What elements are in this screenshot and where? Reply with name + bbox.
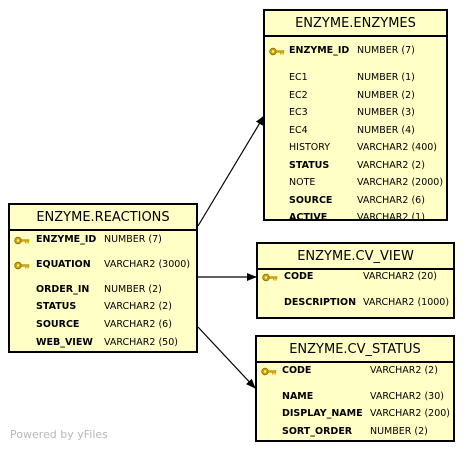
column-name: DESCRIPTION [284, 297, 357, 308]
column-name: EC2 [289, 90, 308, 101]
column-type: NUMBER (7) [104, 234, 162, 245]
column-row: CODE VARCHAR2 (2) [257, 365, 453, 379]
column-name: EC4 [289, 125, 308, 136]
column-type: VARCHAR2 (30) [370, 391, 444, 402]
column-type: VARCHAR2 (20) [363, 271, 437, 282]
edge-reactions-to-cv-status [197, 326, 256, 389]
table-enzyme-cv-status[interactable]: ENZYME.CV_STATUS CODE VARCHAR2 (2) NAME VAR… [255, 335, 455, 442]
column-type: VARCHAR2 (3000) [104, 259, 191, 270]
column-row: ENZYME_ID NUMBER (7) [10, 234, 196, 248]
column-type: VARCHAR2 (2) [370, 365, 438, 376]
column-row: NOTE VARCHAR2 (2000) [265, 177, 446, 191]
primary-key-icon [262, 273, 278, 282]
column-type: VARCHAR2 (50) [104, 337, 178, 348]
column-type: NUMBER (7) [357, 45, 415, 56]
column-row: ENZYME_ID NUMBER (7) [265, 45, 446, 59]
column-type: VARCHAR2 (2) [357, 160, 425, 171]
column-row: ORDER_IN NUMBER (2) [10, 284, 196, 298]
column-name: ACTIVE [289, 212, 328, 223]
edge-reactions-to-enzymes [197, 115, 265, 227]
column-row: STATUS VARCHAR2 (2) [10, 301, 196, 315]
table-title: ENZYME.REACTIONS [10, 205, 196, 231]
column-type: VARCHAR2 (1000) [363, 297, 450, 308]
column-name: CODE [284, 271, 314, 282]
column-row: EC4 NUMBER (4) [265, 125, 446, 139]
column-name: CODE [282, 365, 312, 376]
column-name: EQUATION [36, 259, 91, 270]
column-row: EQUATION VARCHAR2 (3000) [10, 259, 196, 273]
column-name: ORDER_IN [36, 284, 90, 295]
column-type: VARCHAR2 (200) [370, 408, 451, 419]
table-enzyme-cv-view[interactable]: ENZYME.CV_VIEW CODE VARCHAR2 (20) DESCRIPT… [256, 242, 455, 319]
column-name: ENZYME_ID [289, 45, 350, 56]
column-type: VARCHAR2 (6) [104, 319, 172, 330]
column-type: VARCHAR2 (2000) [357, 177, 444, 188]
column-type: NUMBER (4) [357, 125, 415, 136]
table-title: ENZYME.CV_STATUS [257, 337, 453, 363]
column-type: NUMBER (2) [370, 426, 428, 437]
column-name: EC3 [289, 107, 308, 118]
column-name: EC1 [289, 72, 308, 83]
column-row: SOURCE VARCHAR2 (6) [265, 195, 446, 209]
table-title: ENZYME.ENZYMES [265, 11, 446, 37]
column-name: STATUS [36, 301, 77, 312]
column-row: WEB_VIEW VARCHAR2 (50) [10, 337, 196, 351]
column-row: EC2 NUMBER (2) [265, 90, 446, 104]
primary-key-icon [14, 236, 30, 245]
column-type: VARCHAR2 (2) [104, 301, 172, 312]
column-name: SOURCE [36, 319, 80, 330]
column-row: EC1 NUMBER (1) [265, 72, 446, 86]
column-row: STATUS VARCHAR2 (2) [265, 160, 446, 174]
column-row: DISPLAY_NAME VARCHAR2 (200) [257, 408, 453, 422]
powered-by-footer: Powered by yFiles [10, 428, 108, 441]
column-row: NAME VARCHAR2 (30) [257, 391, 453, 405]
column-name: NAME [282, 391, 314, 402]
primary-key-icon [261, 367, 277, 376]
column-type: NUMBER (2) [357, 90, 415, 101]
column-name: DISPLAY_NAME [282, 408, 363, 419]
column-type: VARCHAR2 (6) [357, 195, 425, 206]
column-row: EC3 NUMBER (3) [265, 107, 446, 121]
primary-key-icon [14, 261, 30, 270]
column-type: VARCHAR2 (400) [357, 142, 438, 153]
column-name: ENZYME_ID [36, 234, 97, 245]
column-row: DESCRIPTION VARCHAR2 (1000) [258, 297, 453, 311]
column-type: VARCHAR2 (1) [357, 212, 425, 223]
column-name: STATUS [289, 160, 330, 171]
column-name: NOTE [289, 177, 316, 188]
column-type: NUMBER (3) [357, 107, 415, 118]
table-title: ENZYME.CV_VIEW [258, 244, 453, 270]
column-row: CODE VARCHAR2 (20) [258, 271, 453, 285]
column-row: SORT_ORDER NUMBER (2) [257, 426, 453, 440]
column-name: WEB_VIEW [36, 337, 93, 348]
column-row: HISTORY VARCHAR2 (400) [265, 142, 446, 156]
table-enzyme-reactions[interactable]: ENZYME.REACTIONS ENZYME_ID NUMBER (7) EQUA… [8, 203, 198, 353]
column-name: SORT_ORDER [282, 426, 353, 437]
column-type: NUMBER (1) [357, 72, 415, 83]
primary-key-icon [269, 47, 285, 56]
column-name: SOURCE [289, 195, 333, 206]
column-name: HISTORY [289, 142, 331, 153]
column-row: ACTIVE VARCHAR2 (1) [265, 212, 446, 226]
column-row: SOURCE VARCHAR2 (6) [10, 319, 196, 333]
column-type: NUMBER (2) [104, 284, 162, 295]
